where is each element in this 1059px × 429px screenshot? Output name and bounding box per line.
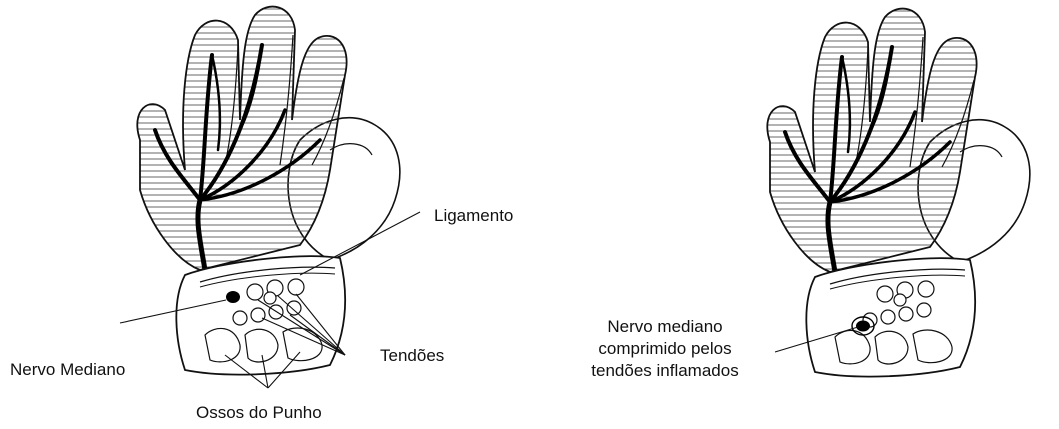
label-tendoes: Tendões <box>380 345 444 367</box>
hand-normal <box>137 7 400 375</box>
median-nerve-normal <box>226 291 240 303</box>
label-nervo-comprimido: Nervo mediano comprimido pelos tendões i… <box>580 316 750 382</box>
hand-compressed <box>767 9 1030 377</box>
median-nerve-compressed <box>856 321 870 332</box>
label-nervo-mediano: Nervo Mediano <box>10 359 125 381</box>
label-ossos-do-punho: Ossos do Punho <box>196 402 322 424</box>
label-ligamento: Ligamento <box>434 205 513 227</box>
label-line: Nervo mediano <box>580 316 750 338</box>
label-line: comprimido pelos <box>580 338 750 360</box>
label-line: tendões inflamados <box>580 360 750 382</box>
